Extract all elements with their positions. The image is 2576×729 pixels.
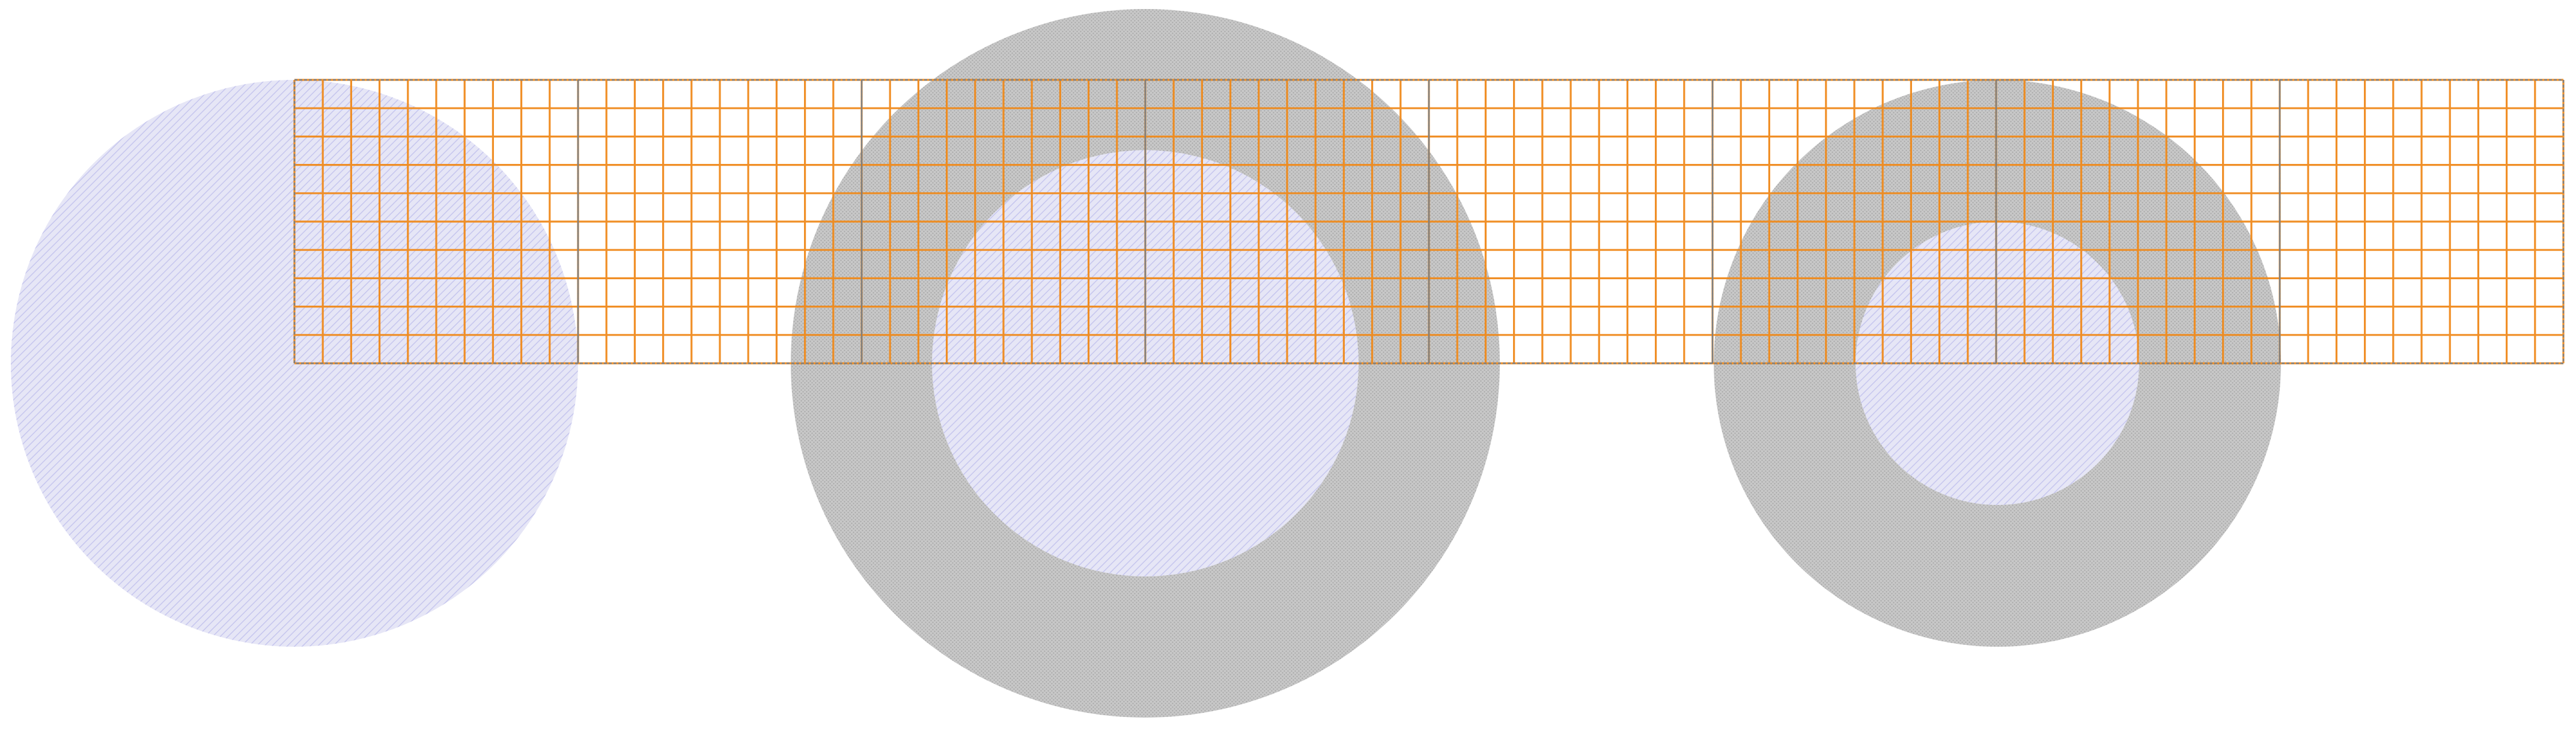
grid-cell-borders: [293, 79, 2565, 364]
grid-cell: [2279, 79, 2565, 364]
